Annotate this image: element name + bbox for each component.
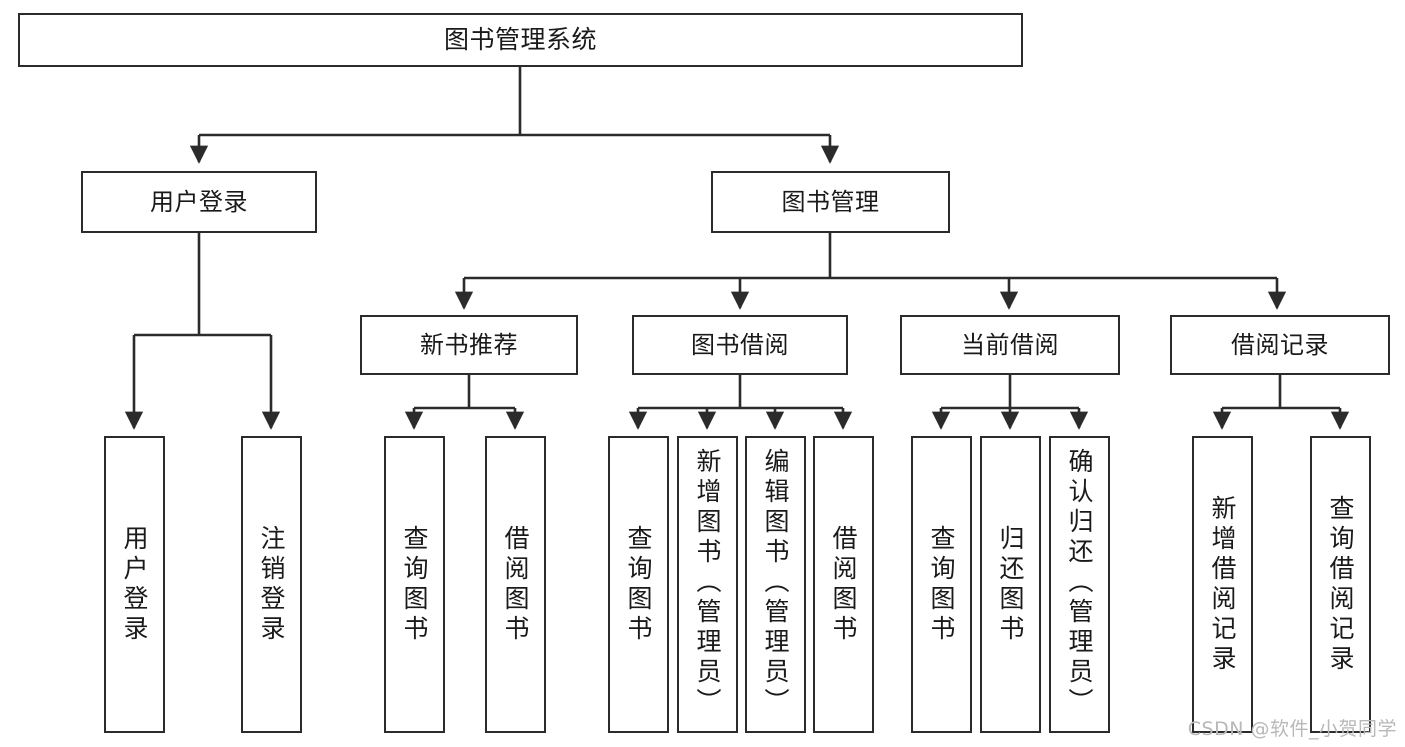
node-book-borrow[interactable]: 图书借阅 xyxy=(632,315,848,375)
node-user-login[interactable]: 用户登录 xyxy=(81,171,317,233)
leaf-query-book-current[interactable]: 查询图书 xyxy=(911,436,972,733)
node-label: 编辑图书（管理员） xyxy=(761,448,790,718)
node-current-borrow[interactable]: 当前借阅 xyxy=(900,315,1120,375)
node-label: 借阅图书 xyxy=(501,524,530,645)
node-label: 图书管理 xyxy=(781,187,880,216)
leaf-user-login[interactable]: 用户登录 xyxy=(104,436,165,733)
leaf-borrow-book[interactable]: 借阅图书 xyxy=(813,436,874,733)
node-label: 注销登录 xyxy=(257,524,286,645)
node-label: 用户登录 xyxy=(120,524,149,645)
node-label: 归还图书 xyxy=(996,524,1025,645)
leaf-query-book-recommend[interactable]: 查询图书 xyxy=(384,436,445,733)
node-root-book-management-system[interactable]: 图书管理系统 xyxy=(18,13,1023,67)
node-label: 图书借阅 xyxy=(691,330,789,359)
leaf-return-book[interactable]: 归还图书 xyxy=(980,436,1041,733)
leaf-query-borrow-record[interactable]: 查询借阅记录 xyxy=(1310,436,1371,733)
leaf-edit-book-admin[interactable]: 编辑图书（管理员） xyxy=(745,436,806,733)
node-label: 查询图书 xyxy=(927,524,956,645)
watermark-text: CSDN @软件_小贺同学 xyxy=(1187,718,1397,740)
leaf-logout[interactable]: 注销登录 xyxy=(241,436,302,733)
node-label: 确认归还（管理员） xyxy=(1065,448,1094,718)
node-label: 查询图书 xyxy=(624,524,653,645)
node-label: 借阅图书 xyxy=(829,524,858,645)
leaf-query-book-borrow[interactable]: 查询图书 xyxy=(608,436,669,733)
leaf-add-borrow-record[interactable]: 新增借阅记录 xyxy=(1192,436,1253,733)
node-label: 新增借阅记录 xyxy=(1208,494,1237,675)
node-label: 图书管理系统 xyxy=(443,25,597,54)
leaf-confirm-return-admin[interactable]: 确认归还（管理员） xyxy=(1049,436,1110,733)
node-label: 新书推荐 xyxy=(420,330,518,359)
node-label: 借阅记录 xyxy=(1231,330,1329,359)
node-label: 当前借阅 xyxy=(961,330,1059,359)
leaf-add-book-admin[interactable]: 新增图书（管理员） xyxy=(677,436,738,733)
node-book-management[interactable]: 图书管理 xyxy=(711,171,950,233)
node-label: 查询图书 xyxy=(400,524,429,645)
node-label: 新增图书（管理员） xyxy=(693,448,722,718)
node-label: 查询借阅记录 xyxy=(1326,494,1355,675)
leaf-borrow-book-recommend[interactable]: 借阅图书 xyxy=(485,436,546,733)
node-label: 用户登录 xyxy=(150,187,248,216)
node-borrow-record[interactable]: 借阅记录 xyxy=(1170,315,1390,375)
node-new-book-recommend[interactable]: 新书推荐 xyxy=(360,315,578,375)
